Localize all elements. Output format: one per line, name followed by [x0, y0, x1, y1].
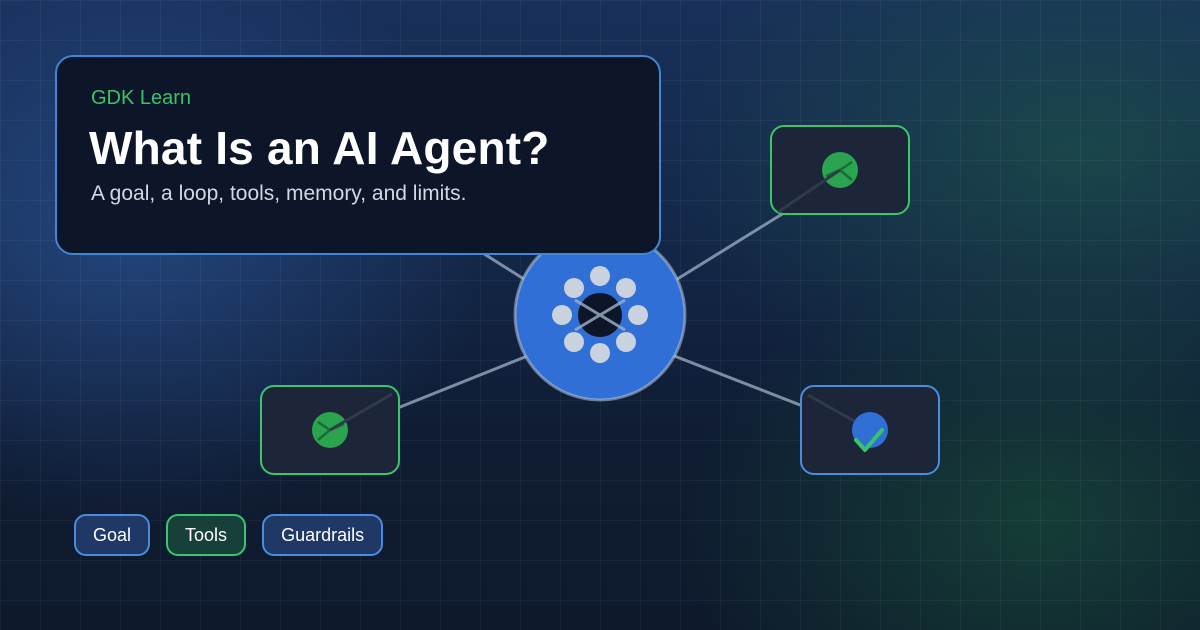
page-subtitle: A goal, a loop, tools, memory, and limit… — [91, 181, 467, 205]
blue-check-icon — [852, 412, 888, 452]
node-bottom-right — [800, 385, 940, 475]
brand-label: GDK Learn — [91, 87, 192, 109]
chip-guardrails: Guardrails — [262, 514, 384, 556]
node-bottom-left — [260, 385, 400, 475]
chip-goal: Goal — [74, 514, 151, 556]
chip-tools: Tools — [166, 514, 247, 556]
page-title: What Is an AI Agent? — [89, 122, 550, 174]
topic-chips: Goal Tools Guardrails — [74, 514, 384, 556]
node-top-right — [770, 125, 910, 215]
agent-hub — [513, 228, 687, 402]
title-card: GDK Learn What Is an AI Agent? A goal, a… — [55, 55, 661, 255]
agent-loop-icon — [552, 266, 648, 363]
